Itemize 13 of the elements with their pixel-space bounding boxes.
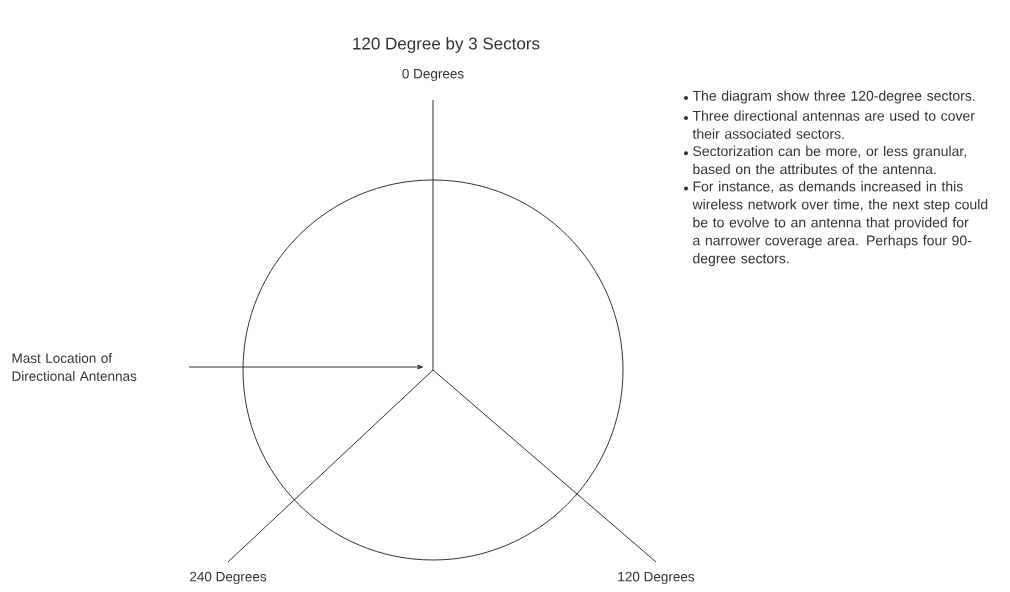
- angle-label: 240 Degrees: [190, 571, 267, 585]
- angle-label: 120 Degrees: [618, 571, 695, 585]
- title: 120 Degree by 3 Sectors: [353, 37, 540, 53]
- note-text: For instance, as demands increased in this wireless network over time, the next step could be to evolve to an antenna that provided for a narrower coverage area. Perhaps four 90-degree sectors.: [692, 181, 988, 267]
- note-text: Three directional antennas are used to cover their associated sectors.: [692, 110, 975, 139]
- leader-arrow: [188, 364, 424, 370]
- spoke-line: [432, 369, 657, 563]
- note-text: Sectorization can be more, or less granular, based on the attributes of the antenna.: [693, 145, 966, 175]
- spoke-line: [432, 99, 434, 371]
- angle-label: 0 Degrees: [402, 68, 464, 82]
- callout-text: Mast Location of Directional Antennas: [12, 353, 137, 381]
- note-text: The diagram show three 120-degree sectors.: [692, 90, 975, 104]
- spoke-line: [227, 369, 434, 563]
